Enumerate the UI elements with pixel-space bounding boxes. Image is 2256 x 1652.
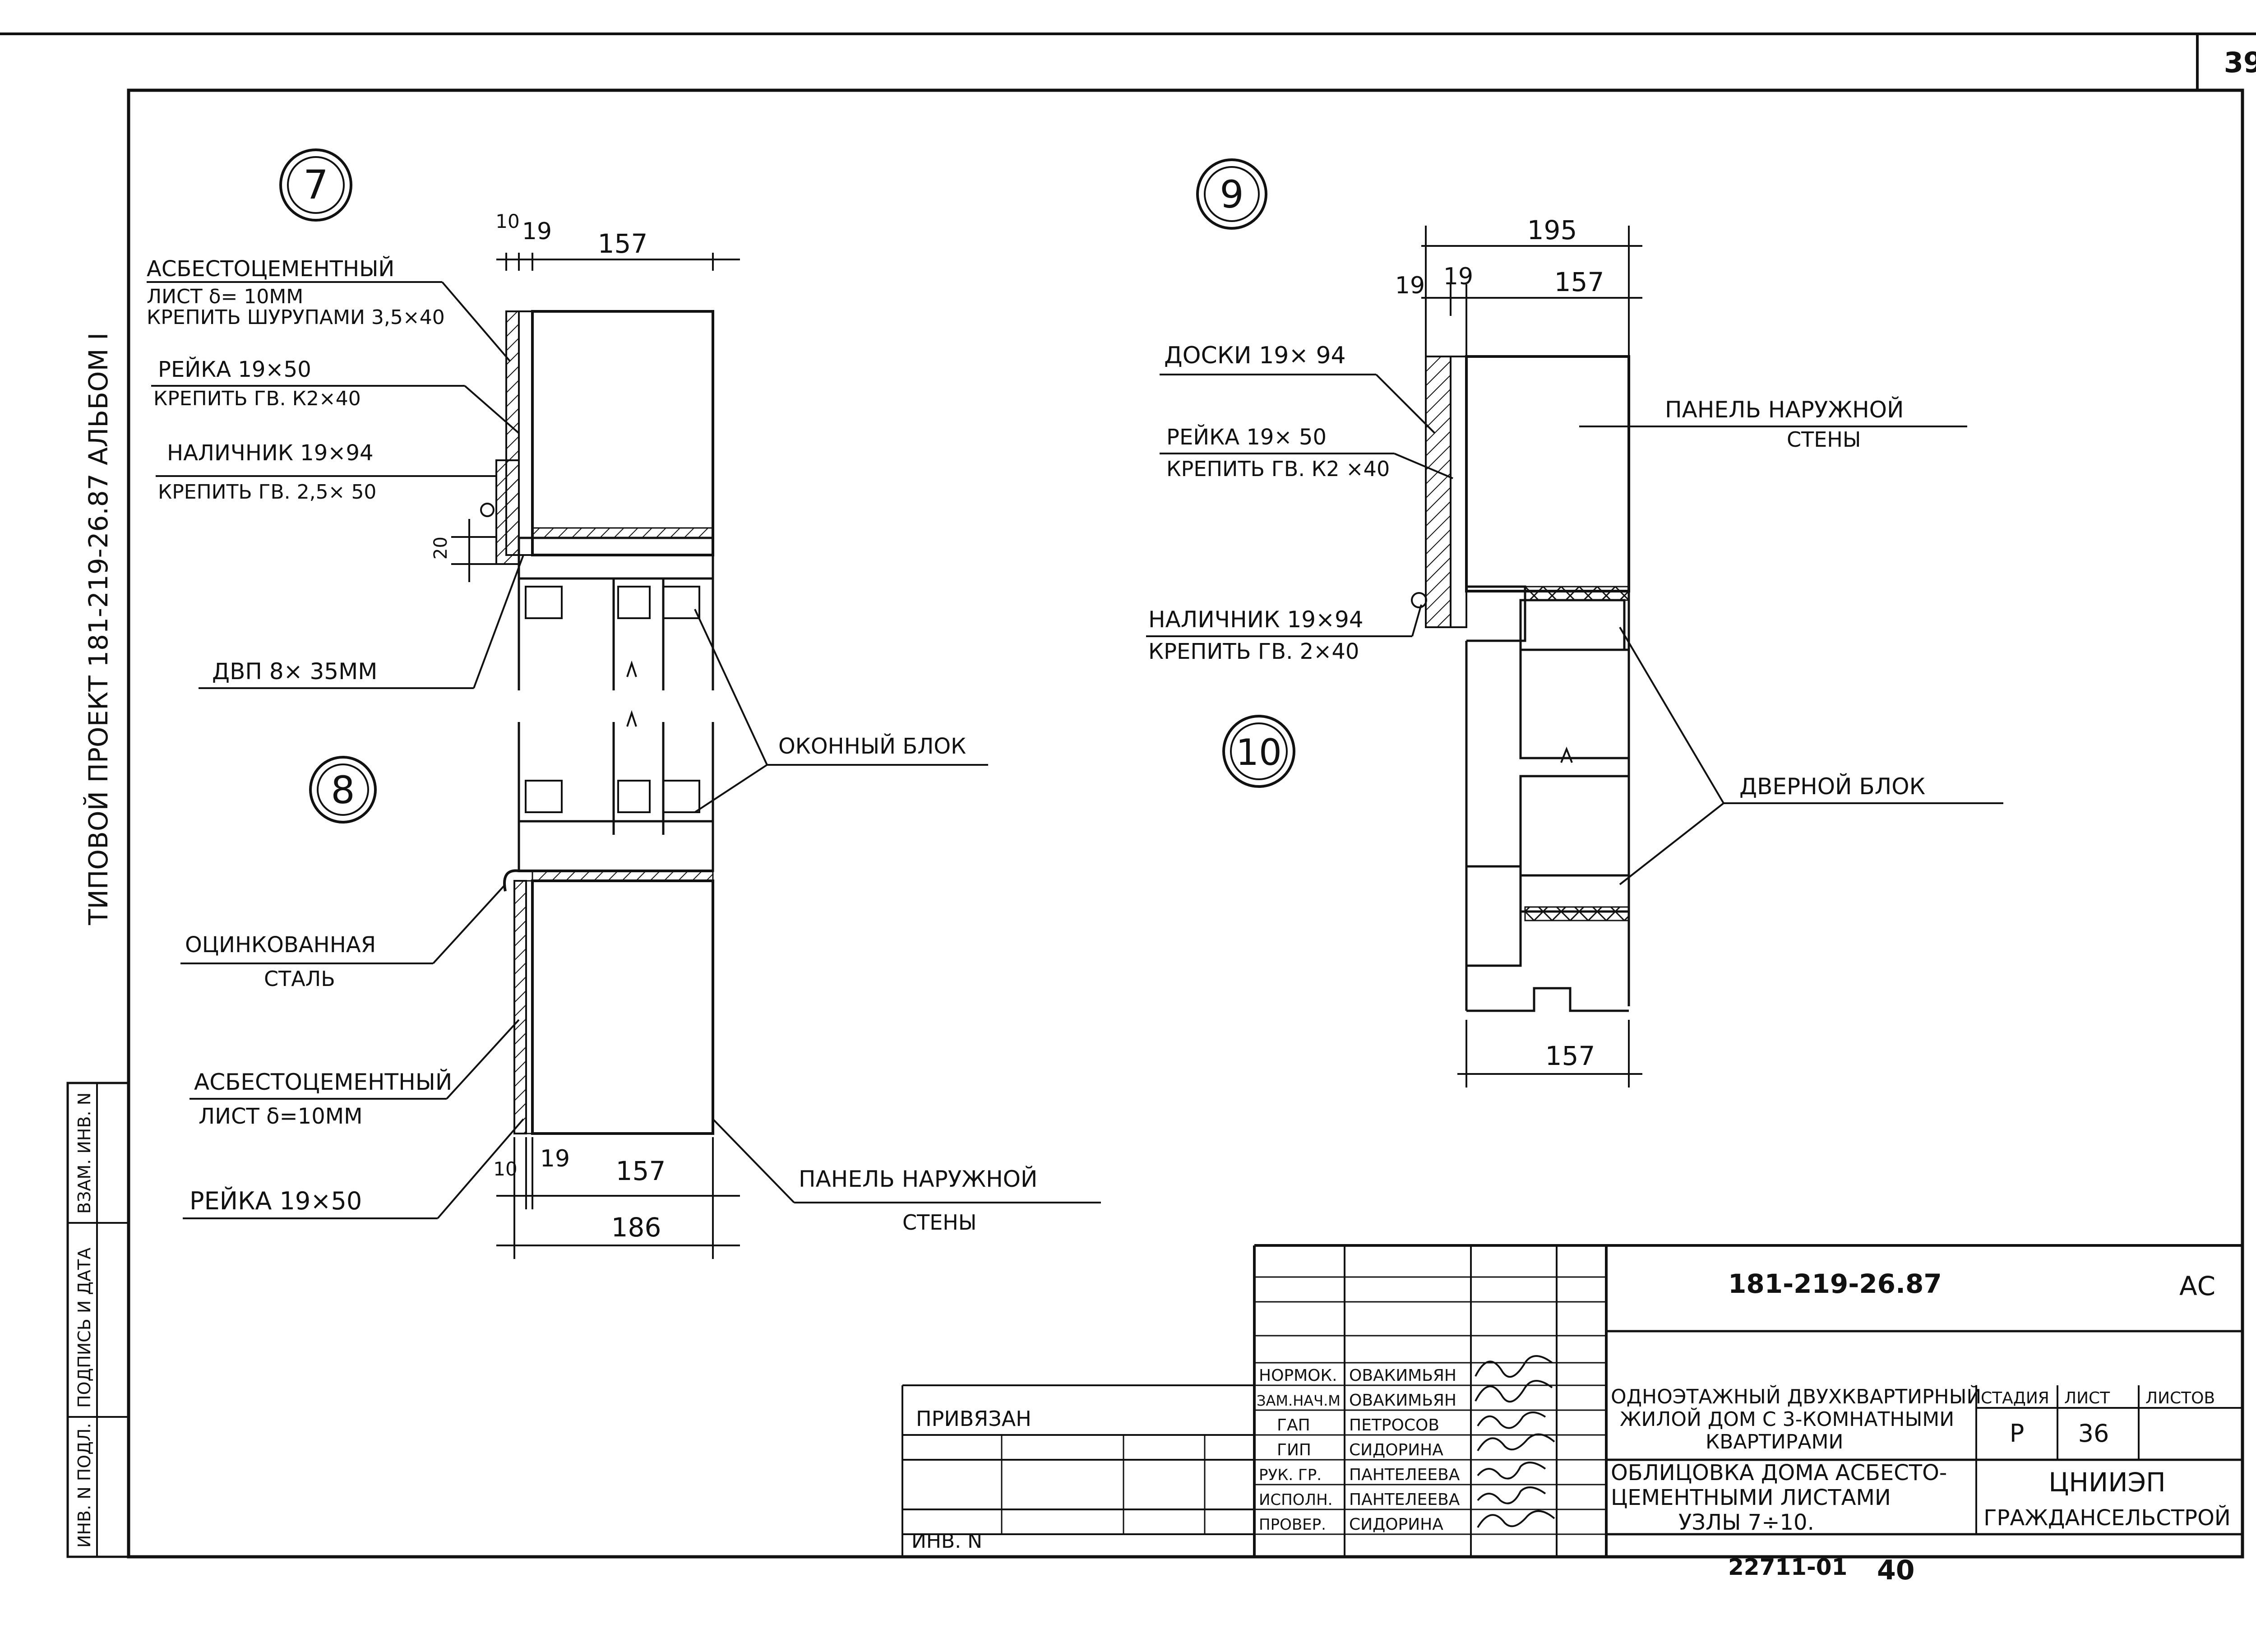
label-nalichnik-2: КРЕПИТЬ ГВ. 2,5× 50	[158, 481, 376, 504]
role-4: РУК. ГР.	[1259, 1466, 1322, 1484]
svg-text:7: 7	[303, 162, 328, 208]
list-value: 36	[2078, 1419, 2109, 1448]
title-code: 181-219-26.87	[1728, 1268, 1942, 1299]
dims-detail-8: 10 19 157 186	[493, 1137, 740, 1259]
labels-detail-9-10: ДОСКИ 19× 94 РЕЙКА 19× 50 КРЕПИТЬ ГВ. К2…	[1146, 342, 2003, 885]
label-panel8-1: ПАНЕЛЬ НАРУЖНОЙ	[799, 1166, 1037, 1192]
name-3: СИДОРИНА	[1349, 1441, 1443, 1459]
labels-detail-7-8: АСБЕСТОЦЕМЕНТНЫЙ ЛИСТ δ= 10ММ КРЕПИТЬ ШУ…	[147, 256, 1101, 1235]
dim-7-19: 19	[522, 218, 552, 245]
org-1: ЦНИИЭП	[2048, 1467, 2166, 1498]
label-doski: ДОСКИ 19× 94	[1164, 342, 1346, 369]
role-1: ЗАМ.НАЧ.М	[1257, 1392, 1341, 1409]
project-title-2: ЖИЛОЙ ДОМ С 3-КОМНАТНЫМИ	[1620, 1407, 1954, 1431]
dim-8-19: 19	[540, 1145, 570, 1172]
title-block: 181-219-26.87 АС ПРИВЯЗАН ИНВ. N НОРМОК.…	[901, 1244, 2242, 1586]
label-asbest8-2: ЛИСТ δ=10ММ	[199, 1104, 363, 1129]
svg-text:9: 9	[1220, 172, 1244, 217]
role-5: ИСПОЛН.	[1259, 1491, 1332, 1509]
role-3: ГИП	[1277, 1441, 1311, 1459]
dim-8-157: 157	[616, 1156, 666, 1186]
label-asbest-2: ЛИСТ δ= 10ММ	[147, 285, 303, 308]
label-nalichnik-1: НАЛИЧНИК 19×94	[167, 440, 374, 466]
side-field-replaced: ВЗАМ. ИНВ. N	[74, 1092, 94, 1214]
label-door-block: ДВЕРНОЙ БЛОК	[1739, 773, 1925, 800]
label-reika9-1: РЕЙКА 19× 50	[1166, 424, 1327, 450]
dim-10-157: 157	[1545, 1041, 1595, 1071]
title-inv: ИНВ. N	[911, 1530, 982, 1553]
dim-9-157: 157	[1554, 267, 1604, 297]
detail-marker-8[interactable]: 8	[309, 756, 377, 824]
sheet-title-1: ОБЛИЦОВКА ДОМА АСБЕСТО-	[1611, 1460, 1947, 1485]
order-number: 22711-01	[1728, 1554, 1847, 1580]
detail-marker-7[interactable]: 7	[279, 148, 352, 222]
label-panel8-2: СТЕНЫ	[902, 1210, 976, 1235]
title-privyazan: ПРИВЯЗАН	[916, 1407, 1031, 1431]
dims-detail-7: 10 19 157 20	[430, 210, 740, 582]
sheet-title-3: УЗЛЫ 7÷10.	[1678, 1510, 1814, 1535]
svg-text:8: 8	[331, 768, 355, 812]
stage-value: Р	[2010, 1419, 2025, 1448]
label-panel9-1: ПАНЕЛЬ НАРУЖНОЙ	[1665, 396, 1904, 423]
label-nalichnik9-1: НАЛИЧНИК 19×94	[1148, 606, 1364, 633]
side-field-signature: ПОДПИСЬ И ДАТА	[74, 1248, 94, 1408]
dim-7-20: 20	[430, 537, 451, 560]
dims-detail-9: 195 19 19 157	[1395, 215, 1642, 356]
project-side-text: ТИПОВОЙ ПРОЕКТ 181-219-26.87 АЛЬБОМ I	[83, 333, 114, 925]
dim-9-195: 195	[1527, 215, 1577, 245]
label-reika-1: РЕЙКА 19×50	[158, 356, 311, 382]
listov-header: ЛИСТОВ	[2145, 1389, 2215, 1407]
dim-8-10: 10	[493, 1158, 517, 1180]
svg-text:10: 10	[1236, 731, 1282, 773]
label-dvp: ДВП 8× 35ММ	[212, 658, 377, 685]
project-title-3: КВАРТИРАМИ	[1706, 1430, 1843, 1453]
signatures	[1475, 1355, 1555, 1528]
stage-header: СТАДИЯ	[1981, 1389, 2049, 1407]
dim-8-186: 186	[611, 1212, 661, 1243]
dim-7-10: 10	[495, 210, 519, 232]
label-asbest8-1: АСБЕСТОЦЕМЕНТНЫЙ	[194, 1069, 452, 1095]
label-zinc-1: ОЦИНКОВАННАЯ	[185, 932, 376, 958]
side-strip: ТИПОВОЙ ПРОЕКТ 181-219-26.87 АЛЬБОМ I ИН…	[66, 333, 130, 1558]
role-0: НОРМОК.	[1259, 1366, 1337, 1385]
name-1: ОВАКИМЬЯН	[1349, 1391, 1456, 1410]
dims-detail-10: 157	[1457, 1020, 1642, 1087]
name-0: ОВАКИМЬЯН	[1349, 1366, 1456, 1385]
detail-7-8-drawing	[480, 310, 714, 1135]
role-2: ГАП	[1277, 1416, 1310, 1435]
sheet-frame: 39	[0, 32, 2256, 1559]
side-field-inv: ИНВ. N ПОДЛ.	[74, 1423, 94, 1548]
title-mark: АС	[2179, 1271, 2215, 1301]
org-2: ГРАЖДАНСЕЛЬСТРОЙ	[1983, 1505, 2231, 1531]
detail-marker-9[interactable]: 9	[1196, 158, 1267, 230]
label-nalichnik9-2: КРЕПИТЬ ГВ. 2×40	[1148, 639, 1359, 664]
detail-marker-10[interactable]: 10	[1222, 715, 1295, 788]
label-asbest-3: КРЕПИТЬ ШУРУПАМИ 3,5×40	[147, 306, 445, 329]
label-window-block: ОКОННЫЙ БЛОК	[778, 733, 966, 759]
name-2: ПЕТРОСОВ	[1349, 1416, 1439, 1435]
dim-9-19b: 19	[1443, 263, 1473, 290]
name-4: ПАНТЕЛЕЕВА	[1349, 1466, 1460, 1484]
name-6: СИДОРИНА	[1349, 1515, 1443, 1534]
label-reika9-2: КРЕПИТЬ ГВ. К2 ×40	[1166, 457, 1390, 481]
dim-9-19a: 19	[1395, 272, 1425, 299]
label-reika-2: КРЕПИТЬ ГВ. К2×40	[153, 387, 361, 410]
role-6: ПРОВЕР.	[1259, 1516, 1326, 1534]
dim-7-157: 157	[598, 228, 648, 259]
corner-sheet-number: 39	[2224, 46, 2256, 79]
detail-9-10-drawing	[1411, 355, 1630, 1012]
name-5: ПАНТЕЛЕЕВА	[1349, 1490, 1460, 1509]
label-zinc-2: СТАЛЬ	[264, 967, 335, 991]
sheet-title-2: ЦЕМЕНТНЫМИ ЛИСТАМИ	[1611, 1485, 1891, 1510]
project-title-1: ОДНОЭТАЖНЫЙ ДВУХКВАРТИРНЫЙ	[1611, 1384, 1981, 1408]
label-panel9-2: СТЕНЫ	[1787, 427, 1861, 452]
label-reika8: РЕЙКА 19×50	[190, 1187, 362, 1215]
page-number: 40	[1877, 1555, 1915, 1586]
list-header: ЛИСТ	[2064, 1389, 2110, 1407]
label-asbest-1: АСБЕСТОЦЕМЕНТНЫЙ	[147, 256, 394, 282]
